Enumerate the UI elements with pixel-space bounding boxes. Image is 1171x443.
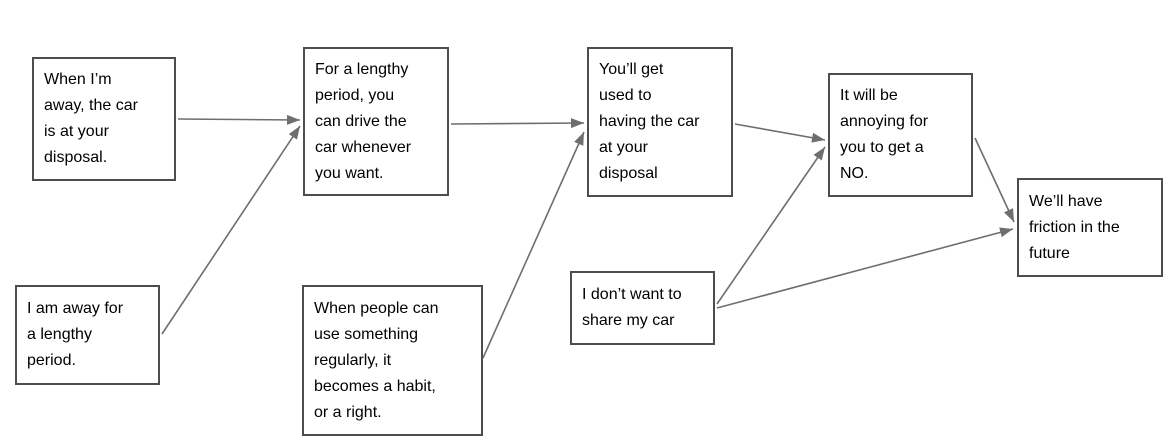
node-text: It will be annoying for you to get a NO. — [840, 87, 929, 182]
node-annoying-to-get-no: It will be annoying for you to get a NO. — [828, 73, 973, 197]
node-habit-or-right: When people can use something regularly,… — [302, 285, 483, 436]
arrow-box1-to-box3 — [177, 114, 301, 125]
node-text: We’ll have friction in the future — [1029, 192, 1120, 262]
arrow-box2-to-box3 — [161, 125, 301, 335]
node-drive-whenever-you-want: For a lengthy period, you can drive the … — [303, 47, 449, 196]
node-car-at-your-disposal: When I’m away, the car is at your dispos… — [32, 57, 176, 181]
arrow-box3-to-box5 — [450, 118, 585, 129]
node-friction-in-future: We’ll have friction in the future — [1017, 178, 1163, 277]
node-get-used-to-car: You’ll get used to having the car at you… — [587, 47, 733, 197]
arrow-box6-to-box7 — [716, 146, 826, 305]
node-text: For a lengthy period, you can drive the … — [315, 60, 412, 182]
node-text: I am away for a lengthy period. — [27, 300, 124, 369]
arrow-box6-to-box8 — [716, 227, 1014, 309]
arrow-box4-to-box5 — [482, 131, 585, 359]
node-text: When I’m away, the car is at your dispos… — [44, 71, 138, 166]
node-away-lengthy-period: I am away for a lengthy period. — [15, 285, 160, 385]
arrow-box7-to-box8 — [974, 137, 1015, 223]
arrow-box5-to-box7 — [734, 123, 826, 143]
node-text: When people can use something regularly,… — [314, 299, 439, 421]
node-dont-want-to-share: I don’t want to share my car — [570, 271, 715, 345]
node-text: You’ll get used to having the car at you… — [599, 61, 700, 182]
node-text: I don’t want to share my car — [582, 286, 682, 329]
